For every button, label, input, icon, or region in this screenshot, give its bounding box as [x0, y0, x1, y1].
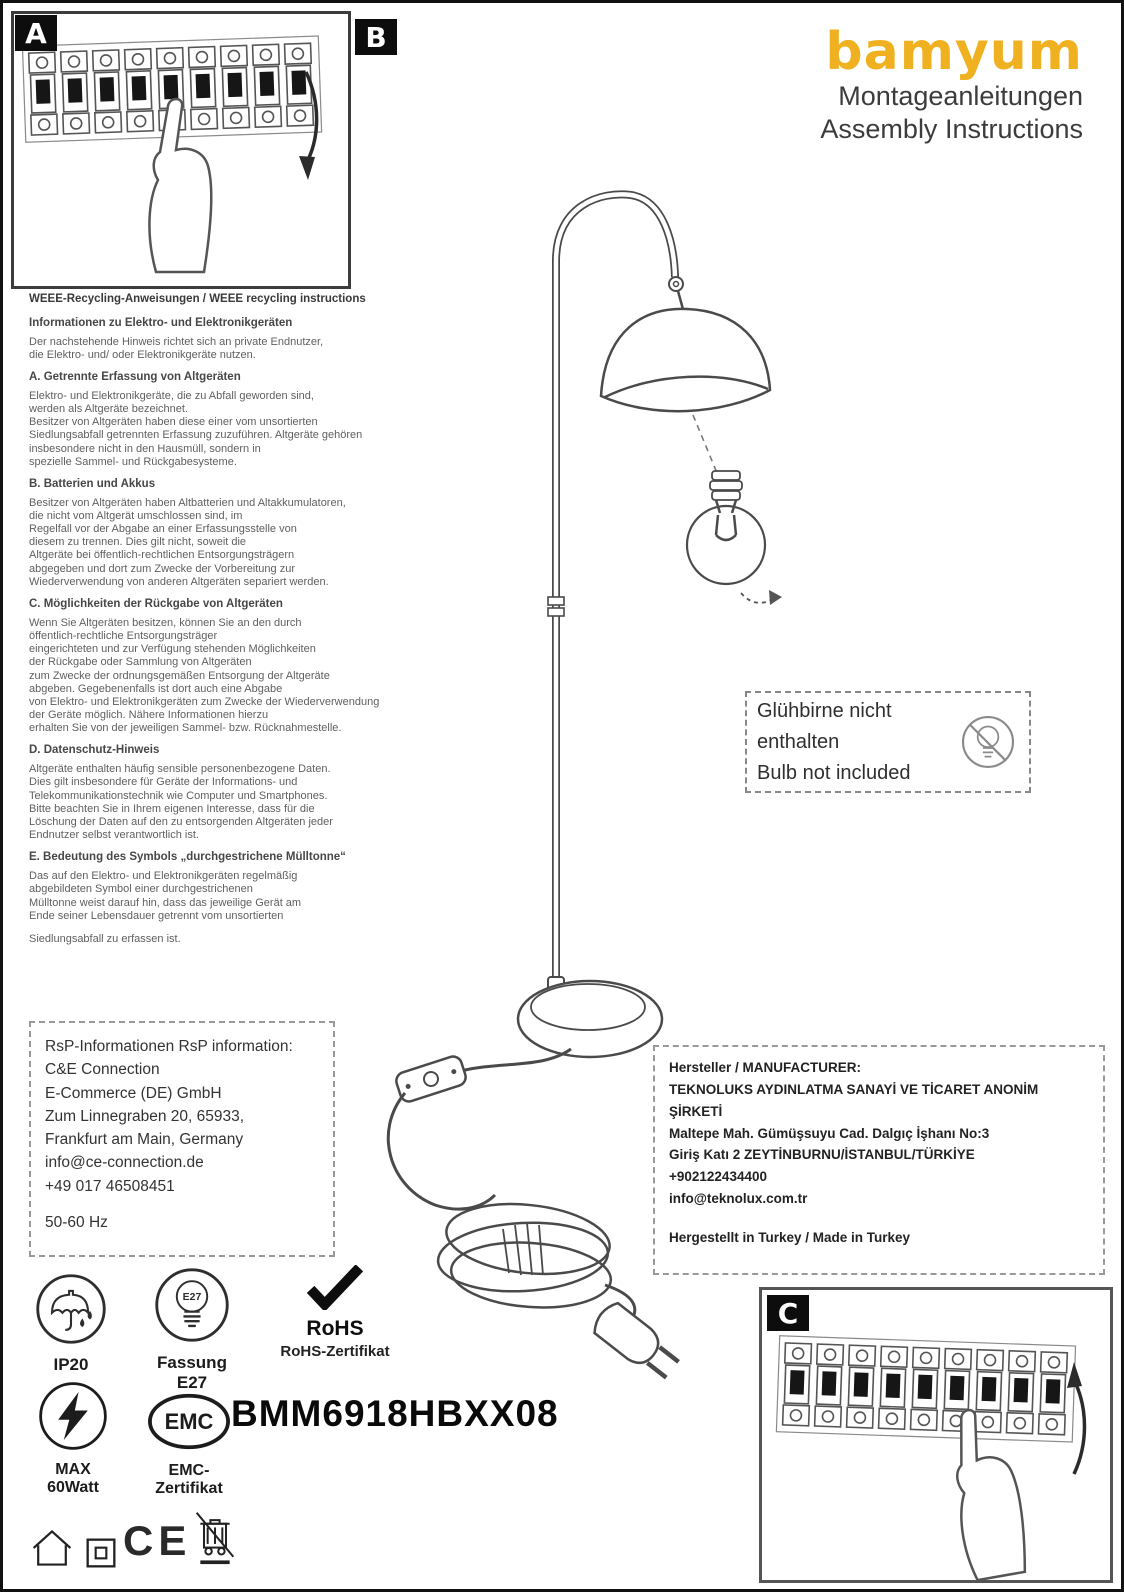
lamp-hinge [668, 276, 684, 292]
weee-section-heading: A. Getrennte Erfassung von Altgeräten [29, 370, 241, 383]
max-watt-label: MAX 60Watt [47, 1461, 99, 1496]
bulb-not-included-notice: Glühbirne nicht enthalten Bulb not inclu… [745, 691, 1031, 793]
emc-certification: EMC EMC-Zertifikat [141, 1391, 237, 1498]
weee-section-body: Elektro- und Elektronikgeräte, die zu Ab… [29, 389, 363, 468]
brand-logo: bamyum [825, 22, 1083, 82]
e27-certification: E27 Fassung E27 [149, 1265, 235, 1393]
max-watt-certification: MAX 60Watt [33, 1379, 113, 1497]
manufacturer-line: Maltepe Mah. Gümüşsuyu Cad. Dalgıç İşhan… [669, 1125, 990, 1141]
model-number: BMM6918HBXX08 [231, 1393, 559, 1434]
light-bulb-drawing [685, 470, 767, 586]
bulb-notice-en: Bulb not included [757, 761, 911, 784]
weee-section-body: Wenn Sie Altgeräten besitzen, können Sie… [29, 616, 380, 735]
step-label-a: A [15, 15, 57, 51]
manufacturer-heading: Hersteller / MANUFACTURER: [669, 1060, 862, 1075]
weee-section-heading: D. Datenschutz-Hinweis [29, 744, 160, 757]
weee-section-body: Besitzer von Altgeräten haben Altbatteri… [29, 496, 346, 588]
rsp-line: +49 017 46508451 [45, 1177, 175, 1195]
lightning-icon [39, 1382, 107, 1450]
rsp-line: C&E Connection [45, 1061, 160, 1079]
step-label-b: B [355, 19, 397, 55]
manufacturer-line: +902122434400 [669, 1169, 767, 1185]
cable-coil [436, 1202, 613, 1309]
pressing-hand [148, 97, 213, 274]
rohs-certification: RoHS RoHS-Zertifikat [279, 1264, 391, 1360]
manufacturer-line: Giriş Katı 2 ZEYTİNBURNU/İSTANBUL/TÜRKİY… [669, 1147, 975, 1163]
down-arrow-head [299, 156, 315, 180]
class-2-insulation-icon [86, 1538, 116, 1568]
weee-text-column: WEEE-Recycling-Anweisungen / WEEE recycl… [29, 293, 451, 946]
e27-label: Fassung E27 [157, 1353, 227, 1392]
weee-crossed-bin-icon [195, 1512, 235, 1565]
manufacturer-line: TEKNOLUKS AYDINLATMA SANAYİ VE TİCARET A… [669, 1081, 1039, 1119]
ce-mark: CE [123, 1517, 192, 1564]
subtitle-de: Montageanleitungen [838, 80, 1083, 111]
brand-block: bamyum Montageanleitungen Assembly Instr… [820, 25, 1083, 147]
bulb-insert-guide [692, 414, 718, 474]
indoor-use-icon [32, 1529, 72, 1566]
weee-section-heading: C. Möglichkeiten der Rückgabe von Altger… [29, 598, 283, 610]
rsp-line: E-Commerce (DE) GmbH [45, 1084, 222, 1102]
lamp-base [516, 976, 664, 1059]
rsp-frequency: 50-60 Hz [45, 1213, 108, 1231]
e27-socket-icon: E27 [155, 1268, 229, 1342]
subtitle-en: Assembly Instructions [820, 114, 1083, 145]
ip20-umbrella-icon [36, 1274, 106, 1344]
power-cord [460, 1047, 572, 1073]
bulb-notice-de: Glühbirne nicht enthalten [757, 699, 892, 753]
rohs-title: RoHS [306, 1317, 364, 1340]
no-bulb-icon [961, 715, 1015, 769]
manufacturer-box: Hersteller / MANUFACTURER: TEKNOLUKS AYD… [653, 1045, 1105, 1275]
inline-switch [395, 1055, 467, 1103]
ip20-label: IP20 [53, 1355, 89, 1374]
down-arrow-icon [304, 71, 319, 163]
weee-section-body: Das auf den Elektro- und Elektronikgerät… [29, 870, 302, 922]
up-arrow-head [1067, 1362, 1082, 1388]
weee-section-body: Altgeräte enthalten häufig sensible pers… [29, 763, 333, 842]
rotate-bulb-arrow [740, 592, 774, 604]
manufacturer-line: info@teknolux.com.tr [669, 1191, 808, 1207]
weee-title: WEEE-Recycling-Anweisungen / WEEE recycl… [29, 293, 366, 305]
step-label-c: C [767, 1295, 809, 1331]
euro-plug [593, 1301, 680, 1380]
weee-section-heading: E. Bedeutung des Symbols „durchgestriche… [29, 851, 346, 864]
made-in-line: Hergestellt in Turkey / Made in Turkey [669, 1230, 911, 1246]
rsp-line: info@ce-connection.de [45, 1154, 204, 1172]
check-icon [306, 1264, 364, 1312]
weee-section-heading: Informationen zu Elektro- und Elektronik… [29, 316, 293, 329]
terminal-strip-release-diagram [775, 1335, 1087, 1580]
rsp-line: RsP-Informationen RsP information: [45, 1038, 293, 1055]
emc-icon-text: EMC [165, 1409, 214, 1434]
lamp-shade [599, 307, 772, 413]
weee-footer-line: Siedlungsabfall zu erfassen ist. [29, 932, 181, 945]
terminal-strip [775, 1335, 1077, 1443]
weee-section-heading: B. Batterien und Akkus [29, 477, 156, 490]
e27-icon-text: E27 [183, 1292, 202, 1303]
emc-label: EMC-Zertifikat [155, 1462, 223, 1497]
rsp-line: Zum Linnegraben 20, 65933, [45, 1107, 245, 1125]
rohs-label: RoHS-Zertifikat [280, 1343, 390, 1360]
emc-oval-icon: EMC [148, 1393, 230, 1450]
floor-lamp-drawing [386, 190, 782, 1380]
panel-a-diagram [11, 11, 351, 289]
up-arrow-icon [1072, 1379, 1087, 1475]
rsp-information-box: RsP-Informationen RsP information: C&E C… [29, 1021, 335, 1257]
ip20-certification: IP20 [31, 1271, 111, 1375]
pressing-hand [956, 1408, 1027, 1580]
panel-c-diagram [759, 1287, 1113, 1583]
rsp-line: Frankfurt am Main, Germany [45, 1131, 244, 1148]
weee-section-body: Der nachstehende Hinweis richtet sich an… [29, 335, 324, 361]
terminal-strip-press-diagram [21, 35, 323, 274]
